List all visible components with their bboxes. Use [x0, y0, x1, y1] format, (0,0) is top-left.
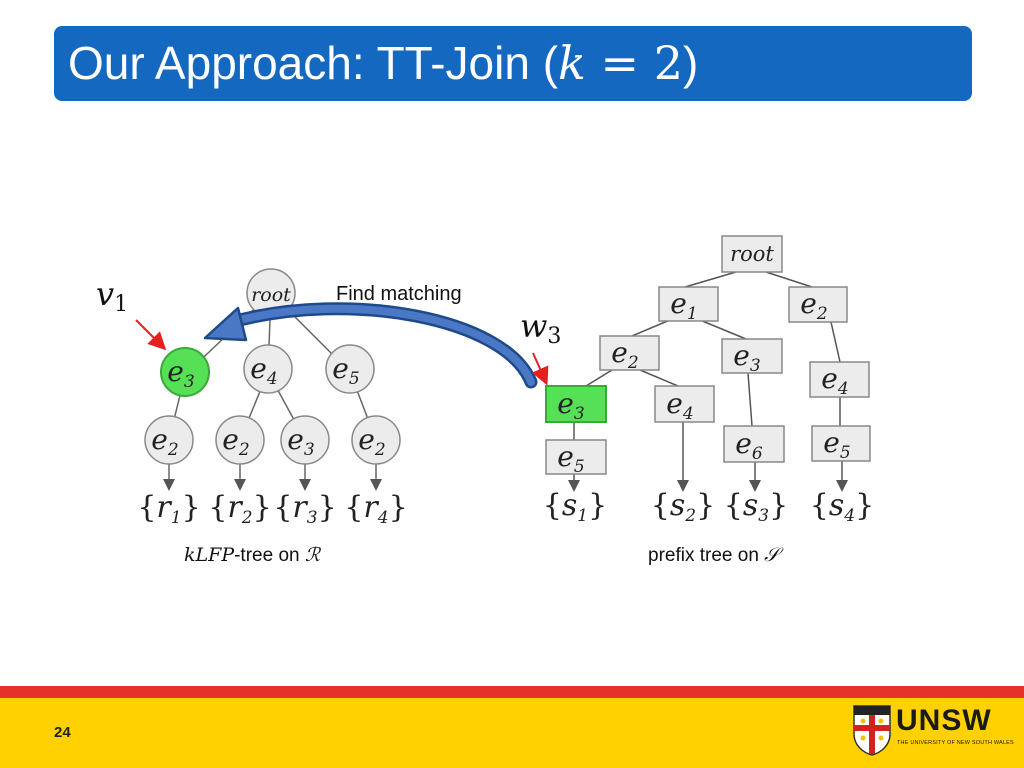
right-leaf-s4: {s4} [810, 488, 874, 526]
right-tree-edges [568, 271, 848, 492]
right-node-e2: e2 [599, 335, 660, 373]
unsw-logo: UNSW THE UNIVERSITY OF NEW SOUTH WALES [852, 702, 1014, 758]
svg-text:e4: e4 [666, 387, 693, 424]
svg-text:e4: e4 [250, 352, 277, 389]
w3-pointer-arrow [531, 352, 549, 386]
svg-text:e5: e5 [332, 352, 359, 389]
svg-text:e2: e2 [800, 287, 827, 324]
find-matching-label: Find matching [336, 283, 462, 305]
left-leaf-r4: {r4} [344, 490, 407, 528]
left-node-e2-a: e2 [144, 415, 194, 465]
svg-text:e2: e2 [151, 423, 178, 460]
right-root-label: root [730, 242, 774, 266]
slide-title: Our Approach: TT-Join (k = 2) [68, 36, 699, 90]
left-node-e2-b: e2 [215, 415, 265, 465]
svg-text:e2: e2 [358, 423, 385, 460]
title-bar: Our Approach: TT-Join (k = 2) [54, 26, 972, 101]
svg-text:e2: e2 [222, 423, 249, 460]
left-node-e3-b: e3 [280, 415, 330, 465]
svg-text:e2: e2 [611, 336, 638, 373]
right-node-e3-highlight: e3 [545, 385, 607, 424]
right-node-e3: e3 [721, 338, 783, 376]
right-node-e2-top: e2 [788, 286, 848, 324]
crest-icon [853, 705, 891, 756]
right-tree-root: root [721, 235, 783, 273]
left-node-e2-c: e2 [351, 415, 401, 465]
right-leaf-s2: {s2} [651, 488, 715, 526]
left-leaf-r2: {r2} [208, 490, 271, 528]
left-node-e4: e4 [243, 344, 293, 394]
footer-red-stripe [0, 686, 1024, 698]
v1-pointer-arrow [135, 319, 167, 351]
left-leaf-r1: {r1} [137, 490, 200, 528]
right-node-e4: e4 [654, 385, 715, 424]
right-node-e5: e5 [811, 425, 871, 463]
right-node-e5-left: e5 [545, 439, 607, 477]
svg-text:e3: e3 [733, 339, 760, 376]
svg-text:e3: e3 [557, 387, 584, 424]
right-node-e6: e6 [723, 425, 785, 464]
left-node-e3: e3 [160, 347, 210, 397]
right-node-e4-top: e4 [809, 361, 870, 399]
svg-text:e4: e4 [821, 362, 848, 399]
svg-text:e1: e1 [670, 287, 697, 324]
svg-text:e3: e3 [287, 423, 314, 460]
svg-text:e5: e5 [823, 426, 850, 463]
find-matching-arrow [203, 302, 538, 389]
right-leaf-s3: {s3} [724, 488, 788, 526]
w3-label: w3 [520, 307, 561, 349]
left-tree-caption: kLFP-tree on ℛ [184, 544, 322, 566]
page-number: 24 [54, 724, 71, 741]
left-root-label: root [251, 284, 291, 306]
svg-text:e6: e6 [735, 427, 763, 464]
right-leaf-s1: {s1} [543, 488, 607, 526]
logo-wordmark: UNSW [896, 704, 992, 737]
logo-tagline: THE UNIVERSITY OF NEW SOUTH WALES [897, 740, 1014, 746]
right-node-e1: e1 [658, 286, 719, 324]
svg-text:e5: e5 [557, 440, 584, 477]
right-tree-caption: prefix tree on 𝒮 [648, 544, 784, 566]
left-node-e5: e5 [325, 344, 375, 394]
left-leaf-r3: {r3} [273, 490, 336, 528]
svg-text:e3: e3 [167, 355, 194, 392]
v1-label: v1 [96, 275, 128, 317]
